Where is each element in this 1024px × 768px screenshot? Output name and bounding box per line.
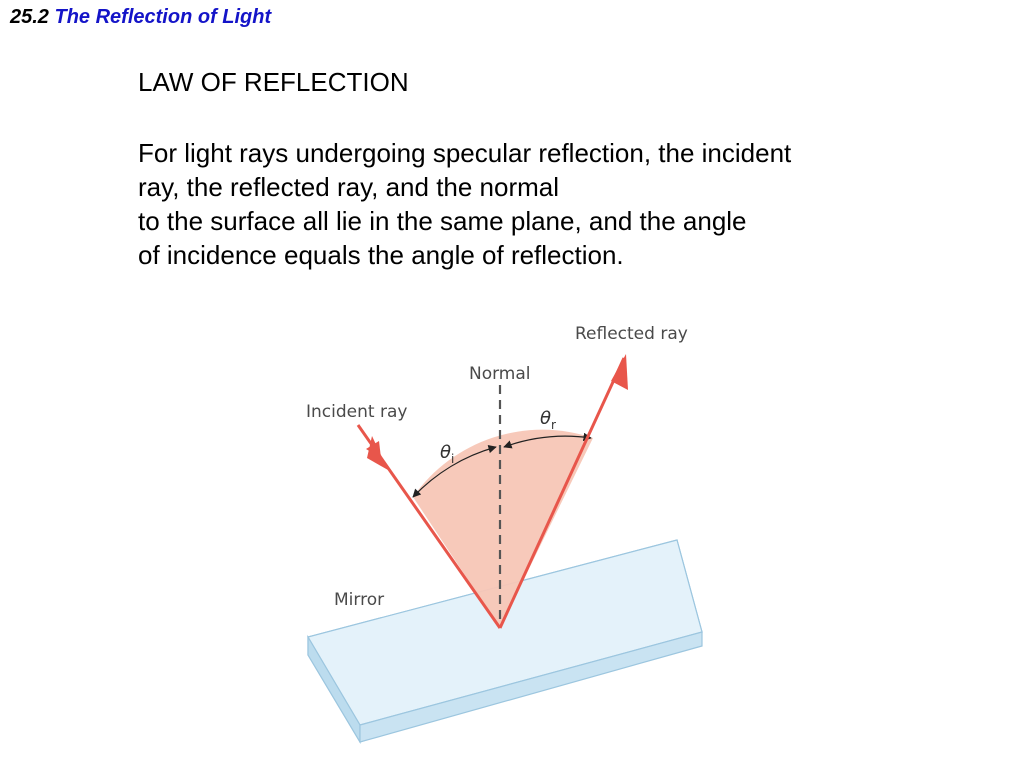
incident-ray-label: Incident ray [306,402,407,422]
body-line-2: ray, the reflected ray, and the normal [138,172,560,202]
theta-r-label: θr [540,408,556,432]
reflected-ray-label: Reflected ray [575,324,688,344]
mirror-label: Mirror [334,590,384,610]
slide-heading: LAW OF REFLECTION [138,67,409,97]
body-line-1: For light rays undergoing specular refle… [138,138,792,168]
normal-label: Normal [469,364,531,384]
mirror-right-edge [359,631,703,743]
body-line-4: of incidence equals the angle of reflect… [138,240,624,270]
incident-ray-arrow [367,436,388,470]
slide-body: For light rays undergoing specular refle… [138,136,791,272]
theta-r-arc [503,432,592,449]
theta-i-arc [412,444,497,498]
reflected-ray-arrow [611,354,628,390]
reflected-ray [498,357,626,629]
reflection-diagram: Reflected ray Normal Incident ray θi θr … [306,324,703,745]
body-line-3: to the surface all lie in the same plane… [138,206,747,236]
slide-header: 25.2 The Reflection of Light [10,6,271,29]
theta-i-subscript: i [451,452,454,466]
section-title: The Reflection of Light [54,6,272,28]
section-number: 25.2 [10,6,49,28]
theta-r-symbol: θ [540,408,551,429]
theta-i-label: θi [440,442,454,466]
theta-i-symbol: θ [440,442,451,463]
theta-r-subscript: r [551,418,556,432]
